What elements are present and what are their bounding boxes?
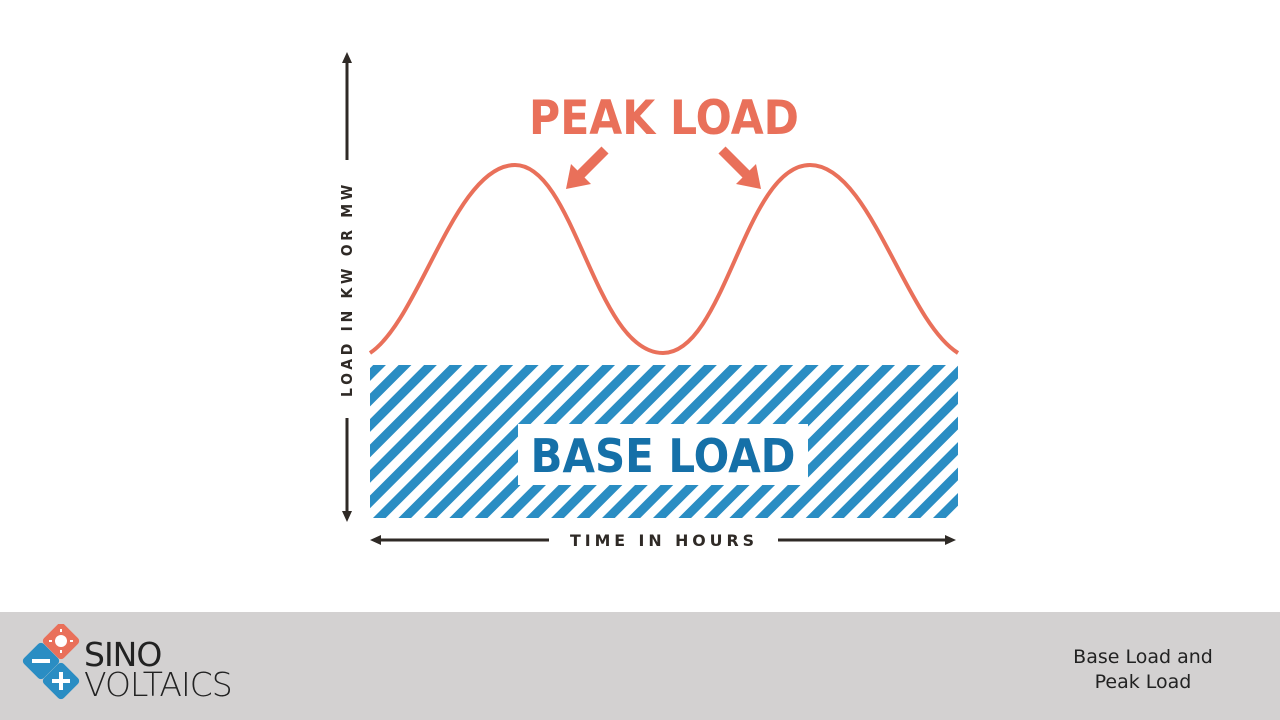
base-load-label-bg — [518, 424, 808, 485]
minus-icon — [22, 642, 60, 680]
caption: Base Load and Peak Load — [1058, 645, 1228, 695]
y-axis-label: LOAD IN KW OR MW — [338, 181, 356, 397]
caption-line-2: Peak Load — [1094, 671, 1192, 693]
peak-arrow-left-icon — [566, 146, 609, 189]
plus-icon — [42, 662, 80, 700]
x-axis — [370, 535, 956, 545]
peak-arrow-right-icon — [718, 146, 761, 189]
peak-load-curve — [368, 162, 960, 356]
base-load-label: BASE LOAD — [531, 429, 796, 483]
y-axis — [342, 52, 352, 522]
footer-bar: SINO VOLTAICS Base Load and Peak Load — [0, 612, 1280, 720]
sinovoltaics-logo[interactable]: SINO VOLTAICS — [18, 624, 258, 710]
sun-icon — [42, 624, 80, 660]
logo-text-voltaics: VOLTAICS — [84, 665, 233, 704]
logo-mark — [22, 624, 80, 700]
peak-load-label: PEAK LOAD — [529, 91, 799, 146]
logo-text-sino: SINO — [84, 635, 162, 674]
caption-line-1: Base Load and — [1073, 646, 1213, 668]
load-diagram: BASE LOAD PEAK LOAD LOAD IN KW OR MW — [338, 52, 960, 550]
x-axis-label: TIME IN HOURS — [570, 531, 758, 550]
